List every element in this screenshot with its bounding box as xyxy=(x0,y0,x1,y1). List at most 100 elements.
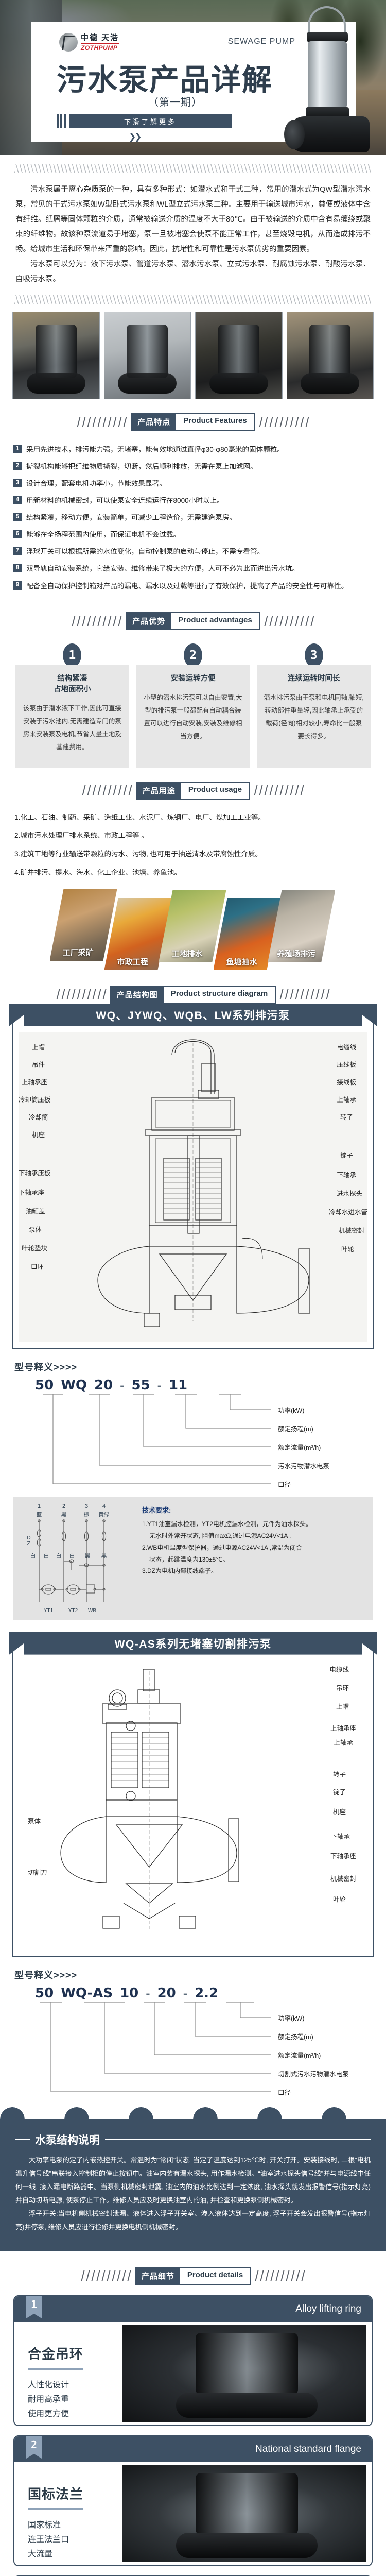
tech-title: 技术要求: xyxy=(142,1506,171,1514)
title-rule-right xyxy=(105,2139,371,2140)
structure-note-p1: 大功率电泵的定子内嵌热控开关。常温时为“常闭”状态, 当定子温度达到125℃时,… xyxy=(15,2156,371,2204)
structure-banner-as: WQ-AS系列无堵塞切割排污泵 xyxy=(9,1632,377,1655)
feature-item: 4 用新材料的机械密封，可以使泵安全连续运行在8000小时以上。 xyxy=(13,495,373,506)
feature-number: 4 xyxy=(13,496,22,505)
hero-title: 污水泵产品详解 xyxy=(57,62,273,97)
hero-pump-image xyxy=(281,5,374,155)
usage-photo: 工厂采矿 xyxy=(49,888,117,961)
structure-label: 锭子 xyxy=(332,1788,346,1796)
section-header-usage: 产品用途 Product usage xyxy=(0,781,386,800)
model-part: 11 xyxy=(168,1377,188,1393)
model-part: 50 xyxy=(35,1985,54,2001)
chevron-down-icon[interactable]: ❯❯ xyxy=(129,132,142,142)
pump-body xyxy=(308,41,347,108)
feature-item: 5 结构紧凑，移动方便，安装简单，可减少工程造价，无需建造泵房。 xyxy=(13,512,373,523)
feature-text: 结构紧凑，移动方便，安装简单，可减少工程造价，无需建造泵房。 xyxy=(26,514,236,522)
pump-handle xyxy=(308,6,346,34)
section-title-cn: 产品特点 xyxy=(132,414,177,430)
hatch-divider-top xyxy=(14,164,372,173)
wire-dz-label: D Z xyxy=(27,1535,31,1547)
structure-label: 油缸盖 xyxy=(26,1207,45,1215)
structure-label: 下轴承压板 xyxy=(19,1169,51,1177)
wire-mid-label: 白 xyxy=(30,1552,36,1559)
detail-title-cn: 国标法兰 xyxy=(28,2486,84,2502)
structure-note-p2: 浮子开关:当电机侧机械密封泄漏、液体进入浮子开关室、渗入液体达到一定高度, 浮子… xyxy=(15,2209,371,2231)
advantage-card: 3 连续运转时间长 潜水排污泵由于泵和电机同轴,轴短,转动部件重量轻,因此轴承上… xyxy=(257,643,371,768)
structure-label: 叶轮垫块 xyxy=(22,1244,48,1252)
detail-title-en: National standard flange xyxy=(255,2443,361,2454)
advantage-cards: 1 结构紧凑 占地面积小 该泵由于潜水液下工作,因此可直接安装于污水池内,无需建… xyxy=(0,640,386,768)
model-leader-lines-wq xyxy=(43,1393,271,1484)
model-part: 10 xyxy=(120,1985,139,2001)
detail-bullet: 使用更方便 xyxy=(28,2409,69,2418)
wire-terminal-color: 蓝 xyxy=(36,1511,42,1518)
tech-item: 状态，起跳温度为130±5℃。 xyxy=(149,1555,229,1563)
tech-item: 1.YT1油室漏水检测，YT2电机腔漏水检测，元件为油水探头。 xyxy=(142,1520,312,1528)
feature-item: 1 采用先进技术，排污能力强，无堵塞，能有效地通过直径φ30-φ80毫米的固体颗… xyxy=(13,444,373,455)
intro-text: 污水泵属于离心杂质泵的一种，具有多种形式：如潜水式和干式二种，常用的潜水式为QW… xyxy=(14,173,372,289)
structure-label: 电缆线 xyxy=(329,1666,349,1673)
logo-mark-icon xyxy=(59,33,78,52)
pump-as-cross-section-svg xyxy=(60,1668,239,1929)
model-dash: - xyxy=(157,1379,162,1392)
advantage-desc: 小型的潜水排污泵可以自由安置,大型的排污泵一般都配有自动耦合装置可以进行自动安装… xyxy=(144,693,242,740)
model-part: WQ-AS xyxy=(61,1985,113,2001)
scroll-cta-label: 下滑了解更多 xyxy=(69,114,232,128)
slash-ornament-right xyxy=(254,785,304,796)
feature-item: 2 撕裂机构能够把纤维物质撕裂，切断，然后顺利排放，无需在泵上加滤网。 xyxy=(13,461,373,472)
structure-label: 接线板 xyxy=(337,1078,356,1086)
section-title-en: Product usage xyxy=(181,782,250,799)
feature-text: 用新材料的机械密封，可以使泵安全连续运行在8000小时以上。 xyxy=(26,497,224,505)
hatch-divider-bottom xyxy=(14,295,372,304)
detail-photo xyxy=(122,2325,366,2422)
model-leader-lines-as xyxy=(40,2001,271,2092)
logo-divider xyxy=(81,42,119,44)
slash-ornament-right xyxy=(259,416,309,427)
feature-item: 8 双导轨自动安装系统，它给安装、维修带来了极大的方便，人可不必为此而进出污水坑… xyxy=(13,563,373,574)
section-header-advantages: 产品优势 Product advantages xyxy=(0,612,386,630)
structure-label: 电缆线 xyxy=(337,1043,356,1051)
wire-terminal-color: 黄绿 xyxy=(98,1511,110,1518)
structure-label: 转子 xyxy=(332,1771,346,1778)
detail-bullet: 国家标准 xyxy=(28,2520,61,2530)
structure-note-title-row: 水泵结构说明 xyxy=(15,2132,371,2147)
scallop-edge xyxy=(0,2107,386,2120)
model-code-wq: 50 WQ 20 - 55 - 11 xyxy=(14,1378,372,1393)
feature-number: 6 xyxy=(13,530,22,539)
product-photo xyxy=(195,312,283,399)
intro-paragraph-2: 污水泵可以分为：液下污水泵、管道污水泵、潜水污水泵、立式污水泵、耐腐蚀污水泵、耐… xyxy=(15,260,371,283)
structure-label: 转子 xyxy=(340,1113,353,1121)
structure-label: 下轴承座 xyxy=(330,1852,356,1860)
feature-number: 7 xyxy=(13,547,22,556)
feature-number: 8 xyxy=(13,564,22,573)
feature-text: 配备全自动保护控制箱对产品的漏电、漏水以及过载等进行了有效保护，提高了产品的安全… xyxy=(26,582,348,590)
section-title-cn: 产品细节 xyxy=(135,2267,180,2284)
hero-subtitle: （第一期） xyxy=(148,97,202,108)
wiring-lines-svg xyxy=(37,1519,107,1602)
model-part: 2.2 xyxy=(195,1985,219,2001)
model-part: WQ xyxy=(61,1377,87,1393)
tech-item: 3.DZ为电机内部接线端子。 xyxy=(142,1567,218,1575)
scroll-cta-ribbon[interactable]: 下滑了解更多 xyxy=(57,114,232,128)
structure-label: 锭子 xyxy=(340,1151,353,1159)
slash-ornament-left xyxy=(77,416,127,427)
tech-item: 无水时外常开状态, 阻值maxΩ,通过电源AC24V<1A , xyxy=(149,1532,291,1540)
wire-terminal-color: 棕 xyxy=(83,1511,90,1518)
pump-cross-section-svg xyxy=(97,1039,310,1327)
detail-card: 2 National standard flange 国标法兰 国家标准 连王法… xyxy=(13,2435,373,2566)
structure-label: 上帽 xyxy=(32,1043,45,1051)
feature-number: 5 xyxy=(13,513,22,522)
model-heading-as: 型号释义>>>> xyxy=(14,1970,78,1980)
feature-text: 能够在全扬程范围内使用，而保证电机不会过载。 xyxy=(26,531,181,539)
feature-number: 2 xyxy=(13,462,22,471)
wire-mid-label: 白 xyxy=(69,1552,75,1559)
structure-label: 冷却筒压板 xyxy=(19,1096,51,1104)
section-title-en: Product advantages xyxy=(171,613,259,629)
section-header-structure: 产品结构图 Product structure diagram xyxy=(0,985,386,1004)
feature-text: 采用先进技术，排污能力强，无堵塞，能有效地通过直径φ30-φ80毫米的固体颗粒。 xyxy=(26,446,284,453)
section-header-features: 产品特点 Product Features xyxy=(0,413,386,431)
wiring-schematic: 1 2 3 4 蓝 黑 棕 黄绿 D Z 白 白 白 白 黑 黑 xyxy=(22,1503,135,1614)
structure-drawing-wq: 上帽 吊件 上轴承座 冷却筒压板 冷却筒 机座 下轴承压板 下轴承座 油缸盖 泵… xyxy=(19,1032,367,1342)
slash-ornament-left xyxy=(72,616,122,626)
